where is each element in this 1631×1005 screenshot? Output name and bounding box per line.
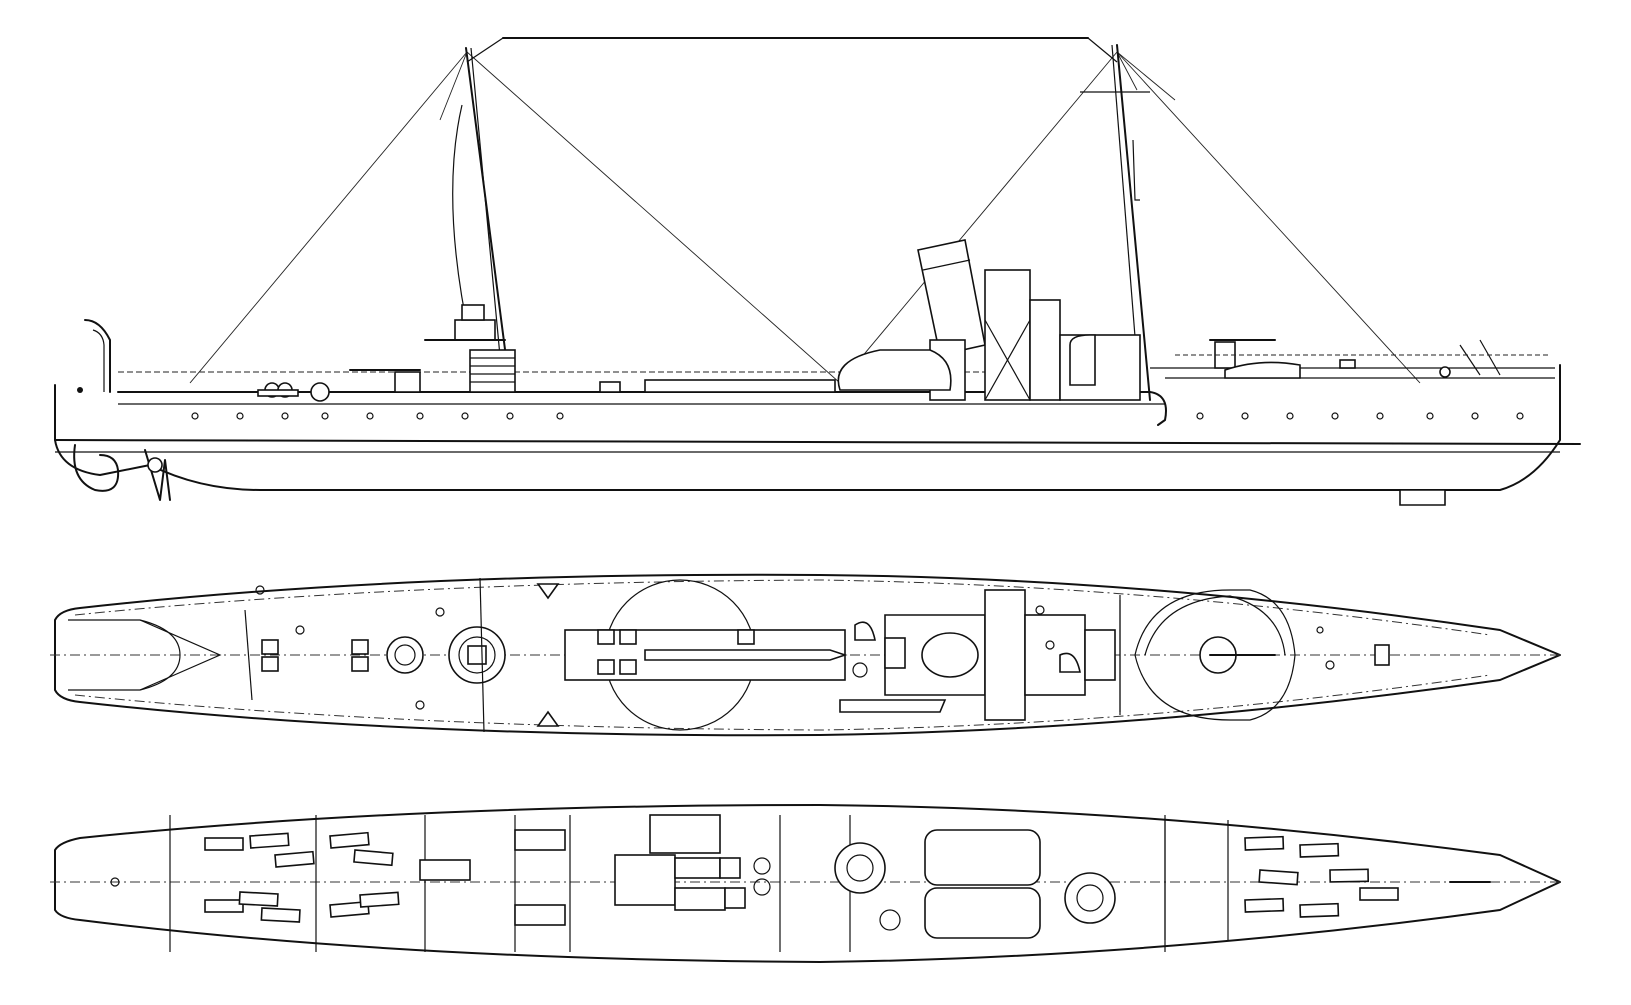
berth	[274, 850, 315, 868]
storage-locker	[419, 859, 471, 881]
storage-locker	[514, 904, 566, 926]
berth	[1329, 868, 1370, 883]
skylight	[619, 629, 637, 645]
forecastle-fittings	[1209, 339, 1501, 379]
berth	[1244, 835, 1285, 851]
berth	[353, 849, 394, 867]
deck-fitting	[255, 585, 265, 595]
berth	[1258, 869, 1299, 886]
porthole	[191, 412, 199, 420]
porthole	[321, 412, 329, 420]
hold-plan	[50, 804, 1561, 963]
porthole	[416, 412, 424, 420]
deck-fittings	[255, 585, 1055, 710]
engines	[614, 814, 771, 911]
torpedo-tubes	[599, 379, 836, 393]
skylight	[261, 639, 279, 655]
aft-structures	[984, 269, 1141, 401]
deck-fitting	[1035, 605, 1045, 615]
porthole	[1516, 412, 1524, 420]
berth	[1359, 887, 1399, 901]
berth	[1244, 897, 1285, 913]
bulkheads	[169, 815, 1166, 952]
berth	[249, 832, 290, 849]
forward-bridge	[349, 304, 516, 393]
berth	[359, 891, 400, 908]
skylight	[351, 656, 369, 672]
berth	[204, 837, 244, 851]
porthole	[1331, 412, 1339, 420]
porthole	[1196, 412, 1204, 420]
berths	[204, 829, 1399, 926]
storage-locker	[514, 829, 566, 851]
stern	[73, 319, 171, 501]
stern-fittings	[257, 382, 330, 402]
deck-fitting	[415, 700, 425, 710]
berth	[329, 900, 370, 918]
porthole	[556, 412, 564, 420]
porthole	[1426, 412, 1434, 420]
skylight	[737, 629, 755, 645]
aerial	[466, 37, 1118, 63]
portholes	[191, 412, 1524, 420]
porthole	[366, 412, 374, 420]
deck-fitting	[295, 625, 305, 635]
berth	[329, 831, 370, 849]
boilers	[834, 829, 1116, 939]
porthole	[461, 412, 469, 420]
porthole	[506, 412, 514, 420]
berth	[204, 899, 244, 913]
skylight	[351, 639, 369, 655]
deck-fitting	[435, 607, 445, 617]
skylight	[597, 629, 615, 645]
skylight	[261, 656, 279, 672]
deck-outline	[54, 573, 1561, 737]
deck-plan	[50, 573, 1561, 737]
berth	[260, 907, 301, 923]
rigging	[189, 51, 1421, 384]
hold-outline	[54, 804, 1561, 963]
porthole	[1376, 412, 1384, 420]
porthole	[1241, 412, 1249, 420]
lifeboat	[837, 349, 952, 391]
profile-view	[54, 37, 1581, 506]
deck-fitting	[1045, 640, 1055, 650]
porthole	[1471, 412, 1479, 420]
porthole	[281, 412, 289, 420]
skylight	[597, 659, 615, 675]
berth	[1299, 842, 1340, 858]
porthole	[236, 412, 244, 420]
berth	[1299, 902, 1340, 918]
skylight	[619, 659, 637, 675]
berth	[238, 891, 279, 907]
porthole	[1286, 412, 1294, 420]
